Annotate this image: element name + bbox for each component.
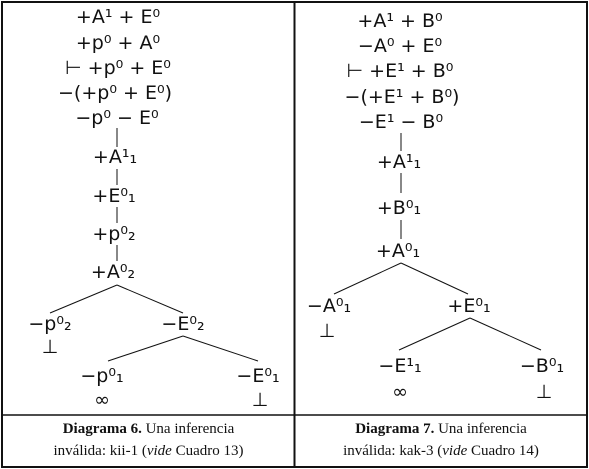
right-close-1: ⊥	[319, 320, 336, 342]
caption-left-vide: vide	[146, 443, 172, 459]
left-branch1-right-edge	[116, 284, 184, 314]
left-premise-4: −(+p⁰ + E⁰)	[58, 82, 172, 104]
caption-right-text2: inválida: kak-3 (	[343, 443, 443, 459]
caption-right-text3: Cuadro 14)	[467, 443, 539, 459]
left-branch1-left-edge	[49, 284, 118, 314]
caption-left-text3: Cuadro 13)	[171, 443, 244, 459]
left-close-3: ⊥	[252, 389, 269, 411]
left-premise-1: +A¹ + E⁰	[76, 6, 160, 28]
right-close-2: ∞	[392, 381, 408, 403]
caption-left-text1: Una inferencia	[141, 421, 235, 437]
right-branch1-left-edge	[333, 262, 402, 295]
left-tree: +A¹ + E⁰ +p⁰ + A⁰ ⊢ +p⁰ + E⁰ −(+p⁰ + E⁰)…	[28, 6, 279, 411]
caption-right-line2: inválida: kak-3 (vide Cuadro 14)	[296, 440, 586, 462]
right-premise-4: −(+E¹ + B⁰)	[345, 86, 460, 108]
right-premise-5: −E¹ − B⁰	[359, 111, 443, 133]
left-close-2: ∞	[94, 389, 110, 411]
left-chain-2: +E⁰₁	[92, 185, 135, 207]
caption-left-title: Diagrama 6.	[62, 421, 142, 437]
caption-right-text1: Una inferencia	[434, 421, 527, 437]
right-branch2-left-edge	[398, 317, 471, 351]
right-chain-3: +A⁰₁	[376, 240, 420, 262]
right-premise-2: −A⁰ + E⁰	[358, 35, 442, 57]
right-tree: +A¹ + B⁰ −A⁰ + E⁰ ⊢ +E¹ + B⁰ −(+E¹ + B⁰)…	[307, 10, 564, 403]
caption-left-text2: inválida: kii-1 (	[53, 443, 147, 459]
caption-right-title: Diagrama 7.	[355, 421, 435, 437]
right-branch2-left: −E¹₁	[378, 355, 421, 377]
left-chain-1: +A¹₁	[93, 146, 137, 168]
right-close-3: ⊥	[536, 381, 553, 403]
caption-right-vide: vide	[442, 443, 468, 459]
right-premise-1: +A¹ + B⁰	[357, 10, 442, 32]
left-branch2-left-edge	[107, 335, 184, 362]
right-premise-3: ⊢ +E¹ + B⁰	[347, 60, 454, 82]
right-branch1-left: −A⁰₁	[307, 295, 351, 317]
right-branch1-right: +E⁰₁	[447, 295, 490, 317]
caption-left-line1: Diagrama 6. Una inferencia	[4, 418, 293, 440]
caption-left: Diagrama 6. Una inferencia inválida: kii…	[4, 418, 293, 462]
caption-right: Diagrama 7. Una inferencia inválida: kak…	[296, 418, 586, 462]
caption-right-line1: Diagrama 7. Una inferencia	[296, 418, 586, 440]
left-branch1-right: −E⁰₂	[161, 313, 204, 335]
left-branch2-right-edge	[182, 335, 259, 362]
left-branch2-right: −E⁰₁	[236, 365, 279, 387]
left-premise-3: ⊢ +p⁰ + E⁰	[65, 57, 171, 79]
right-chain-1: +A¹₁	[377, 151, 421, 173]
left-premise-2: +p⁰ + A⁰	[76, 32, 160, 54]
left-branch2-left: −p⁰₁	[80, 365, 123, 387]
caption-left-line2: inválida: kii-1 (vide Cuadro 13)	[4, 440, 293, 462]
left-close-1: ⊥	[42, 336, 59, 358]
right-chain-2: +B⁰₁	[377, 197, 421, 219]
right-branch1-right-edge	[400, 262, 469, 295]
left-premise-5: −p⁰ − E⁰	[75, 107, 158, 129]
left-chain-3: +p⁰₂	[92, 223, 135, 245]
right-branch2-right-edge	[469, 317, 542, 351]
right-branch2-right: −B⁰₁	[520, 355, 564, 377]
left-chain-4: +A⁰₂	[91, 261, 135, 283]
left-branch1-left: −p⁰₂	[28, 313, 71, 335]
